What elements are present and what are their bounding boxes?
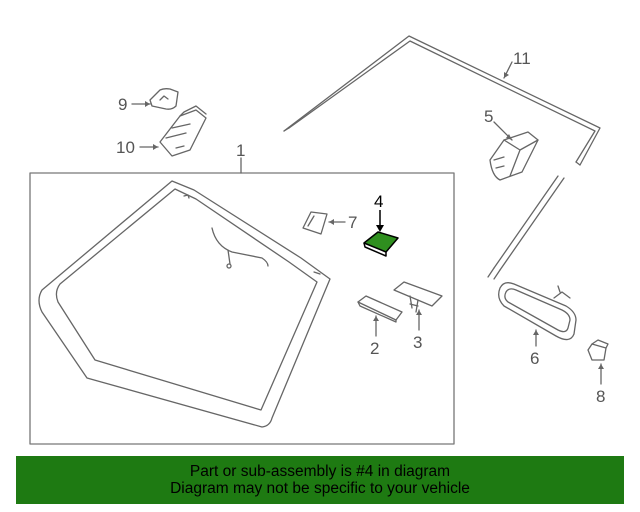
part-6-rearview-mirror bbox=[498, 282, 577, 341]
callout-7: 7 bbox=[348, 213, 357, 232]
callout-4: 4 bbox=[374, 192, 383, 211]
part-10-bracket bbox=[159, 105, 207, 157]
part-4-arrowhead bbox=[376, 225, 384, 232]
callout-9: 9 bbox=[118, 95, 127, 114]
callout-3: 3 bbox=[413, 333, 422, 352]
leader-arrowheads bbox=[145, 72, 604, 369]
part-7-pad bbox=[302, 211, 328, 235]
banner-line-2: Diagram may not be specific to your vehi… bbox=[170, 480, 470, 497]
callout-5: 5 bbox=[484, 107, 493, 126]
part-8-clip bbox=[587, 339, 609, 361]
windshield-molding bbox=[283, 35, 601, 280]
callout-10: 10 bbox=[116, 138, 135, 157]
parts-diagram: 1 9 10 11 5 7 4 2 3 6 8 bbox=[29, 35, 609, 445]
part-4-edge bbox=[363, 242, 387, 257]
callout-6: 6 bbox=[530, 349, 539, 368]
part-info-banner: Part or sub-assembly is #4 in diagram Di… bbox=[16, 456, 624, 504]
part-3-mount bbox=[393, 281, 443, 313]
callout-8: 8 bbox=[596, 387, 605, 406]
windshield-glass bbox=[38, 180, 331, 428]
callout-1: 1 bbox=[236, 141, 245, 160]
windshield-callout-box bbox=[29, 172, 455, 445]
part-9-cover bbox=[149, 88, 179, 110]
part-5-sensor-bracket bbox=[489, 131, 539, 181]
part-4-body bbox=[363, 231, 399, 253]
part-2-strip bbox=[357, 295, 403, 323]
part-4-highlighted[interactable] bbox=[363, 210, 399, 257]
banner-line-1: Part or sub-assembly is #4 in diagram bbox=[189, 463, 451, 480]
callout-11: 11 bbox=[513, 49, 531, 68]
callout-2: 2 bbox=[370, 339, 379, 358]
